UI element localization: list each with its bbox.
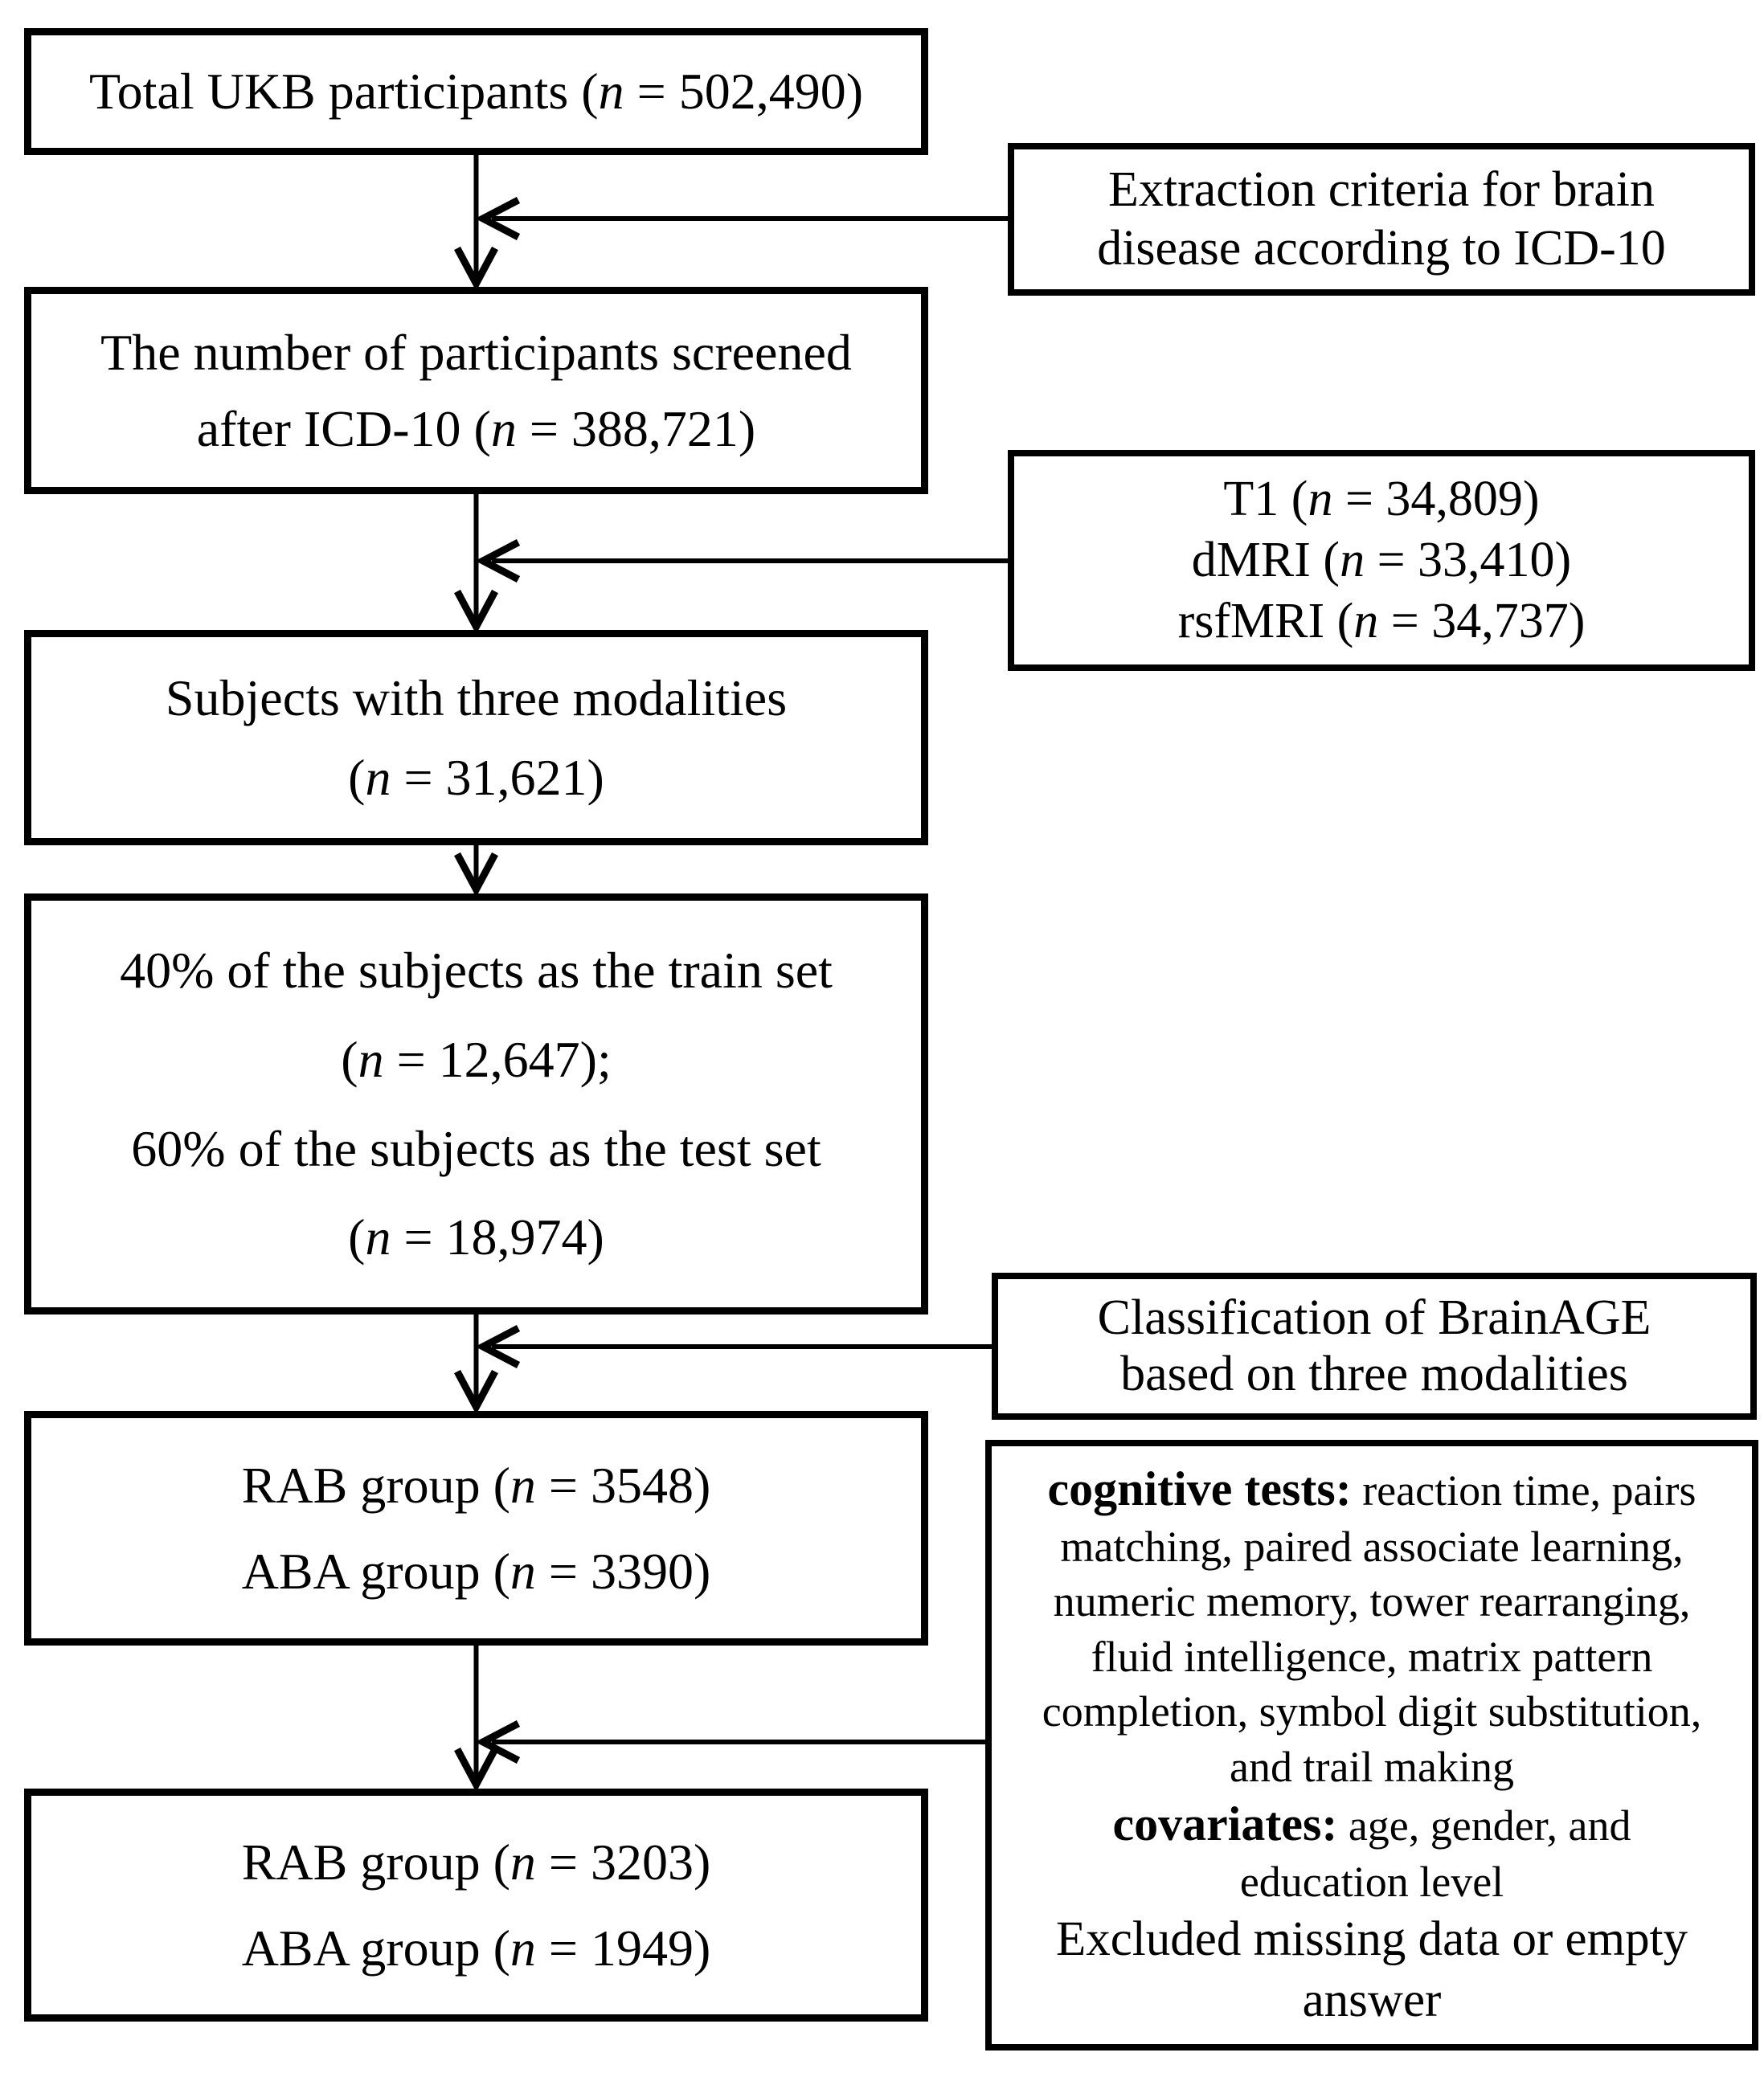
text-line: ABA group (n = 1949) xyxy=(241,1919,711,1977)
text-segment: numeric memory, tower rearranging, xyxy=(1053,1577,1691,1626)
box-classification-brainage: Classification of BrainAGE based on thre… xyxy=(992,1273,1757,1420)
box-modality-counts: T1 (n = 34,809) dMRI (n = 33,410) rsfMRI… xyxy=(1008,450,1755,671)
down-arrowhead-icon xyxy=(454,852,498,897)
text-segment: reaction time, pairs xyxy=(1351,1466,1696,1515)
text-line: dMRI (n = 33,410) xyxy=(1191,532,1572,587)
box-train-test-split: 40% of the subjects as the train set (n … xyxy=(24,893,928,1315)
text-line: after ICD-10 (n = 388,721) xyxy=(196,400,756,458)
box-participants-screened: The number of participants screened afte… xyxy=(24,287,928,494)
text-segment: matching, paired associate learning, xyxy=(1060,1522,1684,1571)
text-line: 40% of the subjects as the train set xyxy=(120,942,833,1000)
text-line: answer xyxy=(1303,1975,1442,2026)
down-arrowhead-icon xyxy=(454,1369,498,1415)
bold-lead: covariates: xyxy=(1112,1797,1338,1851)
box-rab-aba-after-classification: RAB group (n = 3548) ABA group (n = 3390… xyxy=(24,1411,928,1646)
box-subjects-three-modalities: Subjects with three modalities (n = 31,6… xyxy=(24,630,928,845)
text-segment: education level xyxy=(1239,1857,1504,1906)
text-line: matching, paired associate learning, xyxy=(1060,1522,1684,1571)
text-segment: completion, symbol digit substitution, xyxy=(1042,1687,1702,1736)
text-line: cognitive tests: reaction time, pairs xyxy=(1047,1462,1696,1515)
text-line: Subjects with three modalities xyxy=(165,669,788,726)
text-segment: and trail making xyxy=(1230,1742,1514,1791)
box-rab-aba-after-exclusion: RAB group (n = 3203) ABA group (n = 1949… xyxy=(24,1789,928,2022)
left-arrowhead-icon xyxy=(475,1325,521,1368)
text-line: Classification of BrainAGE xyxy=(1097,1290,1651,1345)
box-total-ukb-participants: Total UKB participants (n = 502,490) xyxy=(24,28,928,155)
text-segment: Excluded missing data or empty xyxy=(1055,1912,1688,1967)
text-line: Excluded missing data or empty xyxy=(1056,1914,1688,1965)
left-arrowhead-icon xyxy=(475,1720,521,1764)
text-line: RAB group (n = 3548) xyxy=(241,1456,711,1514)
text-line: The number of participants screened xyxy=(100,323,852,381)
text-line: Total UKB participants (n = 502,490) xyxy=(89,63,863,121)
left-arrowhead-icon xyxy=(475,197,521,240)
down-arrowhead-icon xyxy=(454,589,498,635)
text-segment: fluid intelligence, matrix pattern xyxy=(1091,1632,1653,1681)
text-line: education level xyxy=(1239,1857,1504,1906)
text-line: (n = 12,647); xyxy=(341,1031,612,1089)
box-extraction-criteria: Extraction criteria for brain disease ac… xyxy=(1008,143,1755,296)
down-arrowhead-icon xyxy=(454,246,498,292)
text-line: based on three modalities xyxy=(1120,1347,1628,1402)
text-line: disease according to ICD-10 xyxy=(1097,220,1666,276)
text-line: covariates: age, gender, and xyxy=(1112,1799,1631,1850)
text-line: and trail making xyxy=(1230,1744,1514,1790)
down-arrowhead-icon xyxy=(454,1747,498,1793)
box-cognitive-tests-covariates: cognitive tests: reaction time, pairs ma… xyxy=(985,1440,1758,2051)
text-line: (n = 31,621) xyxy=(348,748,604,806)
text-line: T1 (n = 34,809) xyxy=(1223,471,1540,526)
left-arrowhead-icon xyxy=(475,539,521,583)
text-line: numeric memory, tower rearranging, xyxy=(1054,1579,1691,1625)
text-segment: answer xyxy=(1302,1973,1442,2028)
text-line: Extraction criteria for brain xyxy=(1108,162,1655,217)
text-line: RAB group (n = 3203) xyxy=(241,1834,711,1891)
text-line: 60% of the subjects as the test set xyxy=(131,1119,821,1177)
text-line: ABA group (n = 3390) xyxy=(241,1542,711,1600)
text-line: rsfMRI (n = 34,737) xyxy=(1177,593,1586,648)
text-line: fluid intelligence, matrix pattern xyxy=(1091,1632,1653,1681)
text-line: completion, symbol digit substitution, xyxy=(1042,1689,1702,1735)
text-segment: age, gender, and xyxy=(1337,1801,1631,1850)
bold-lead: cognitive tests: xyxy=(1047,1462,1352,1515)
text-line: (n = 18,974) xyxy=(348,1208,604,1266)
